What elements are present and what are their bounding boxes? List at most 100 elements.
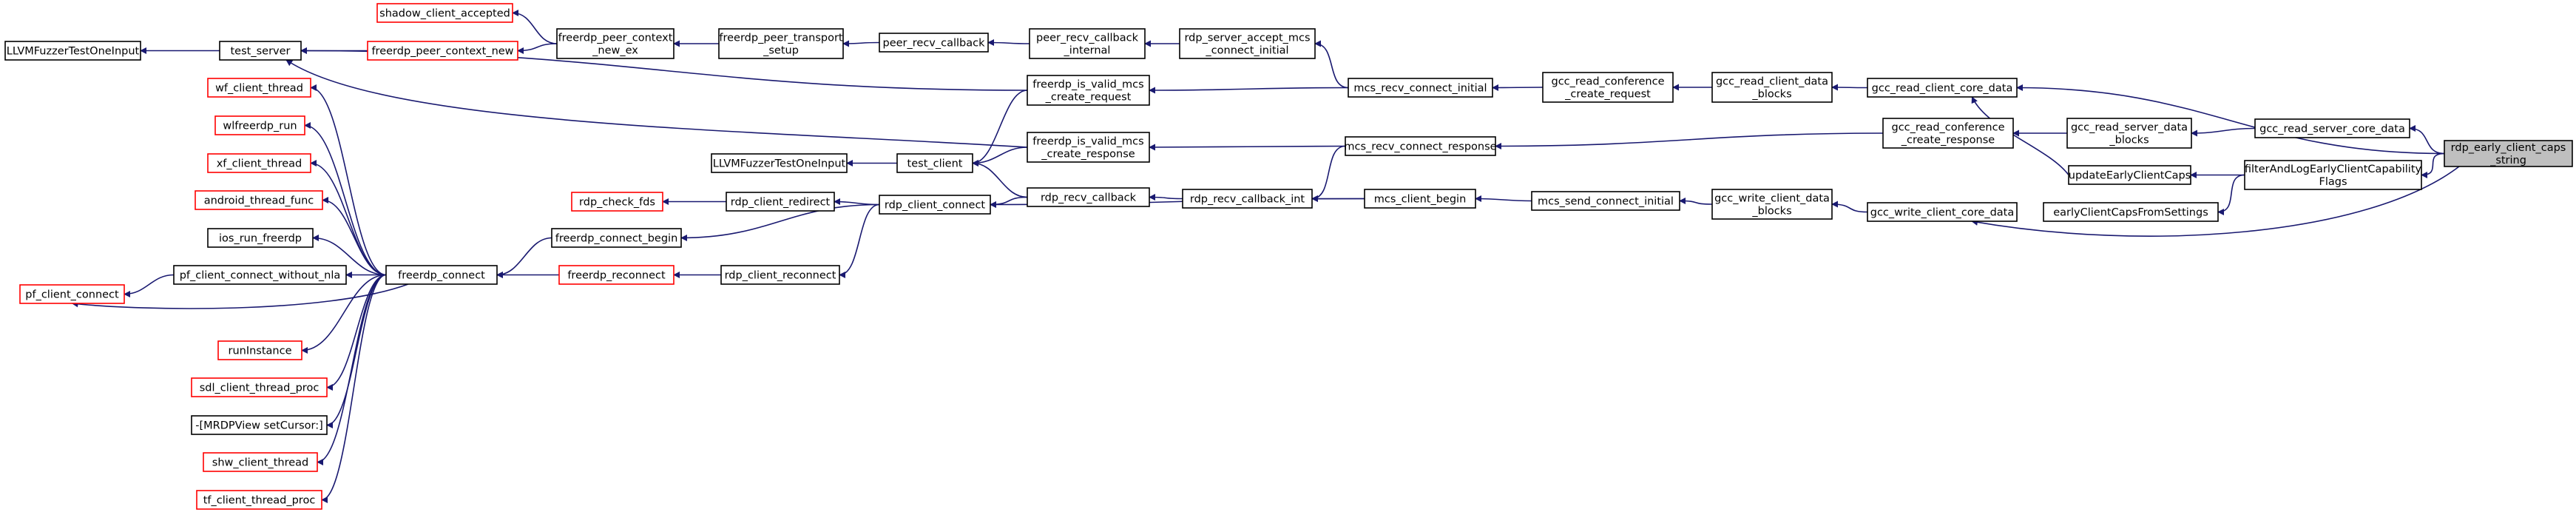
node-label: xf_client_thread [217,158,302,170]
node-box [556,28,675,59]
edge-gcc-read-client-core-data-to-updateearlyclientcaps [1971,96,2069,175]
edge-gcc-read-client-data-blocks-to-gcc-read-client-core-data [1831,84,1868,91]
node-pf-client-connect-without-nla[interactable]: pf_client_connect_without_nla [173,265,347,285]
node-label: LLVMFuzzerTestOneInput [713,158,846,170]
node-wlfreerdp-run[interactable]: wlfreerdp_run [214,115,305,135]
node-rdp-recv-callback-int[interactable]: rdp_recv_callback_int [1182,189,1313,209]
node-android-thread-func[interactable]: android_thread_func [195,190,323,210]
edge-rdp-client-reconnect-to-rdp-client-connect [839,203,880,278]
edge-mcs-client-begin-to-mcs-send-connect-initial [1475,195,1532,203]
node-label: gcc_read_server_data [2071,122,2188,134]
node-label: rdp_recv_callback [1041,192,1137,204]
node-root[interactable]: rdp_early_client_caps_string [2444,140,2573,167]
edge-earlyclientcapsfromsettings-to-filterandlog [2217,174,2245,215]
node-mcs-recv-connect-initial[interactable]: mcs_recv_connect_initial [1348,78,1493,98]
node-llvmfuzzertestoneinput-2[interactable]: LLVMFuzzerTestOneInput [711,153,848,173]
node-box [207,78,311,98]
node-box [896,153,973,173]
edge-pf-client-connect-to-freerdp-connect [71,283,409,309]
node-box [196,490,322,510]
node-sdl-client-thread-proc[interactable]: sdl_client_thread_proc [191,377,328,397]
node-mcs-send-connect-initial[interactable]: mcs_send_connect_initial [1531,191,1680,211]
node-box [219,41,302,61]
node-earlyclientcapsfromsettings[interactable]: earlyClientCapsFromSettings [2043,202,2219,222]
node-shadow-client-accepted[interactable]: shadow_client_accepted [376,3,513,23]
node-runinstance[interactable]: runInstance [217,340,302,360]
node-freerdp-reconnect[interactable]: freerdp_reconnect [558,265,675,285]
node-freerdp-peer-transport-setup[interactable]: freerdp_peer_transport_setup [718,28,844,59]
node-box [711,153,848,173]
edge-runinstance-to-freerdp-connect [301,274,387,354]
node-label: mcs_client_begin [1374,194,1467,206]
node-rdp-client-connect[interactable]: rdp_client_connect [879,195,991,215]
edge-pf-client-connect-to-pf-client-connect-without-nla [124,274,175,297]
node-label: freerdp_reconnect [567,270,666,282]
node-peer-recv-callback[interactable]: peer_recv_callback [879,33,989,53]
node-gcc-write-client-data-blocks[interactable]: gcc_write_client_data_blocks [1711,189,1833,220]
node-mcs-client-begin[interactable]: mcs_client_begin [1364,189,1476,209]
edge-rdp-recv-callback-to-rdp-recv-callback-int [1149,194,1183,201]
edge-wf-client-thread-to-freerdp-connect [310,84,387,276]
node-freerdp-connect-begin[interactable]: freerdp_connect_begin [551,228,682,248]
node-label: _setup [763,45,799,57]
node-freerdp-connect[interactable]: freerdp_connect [385,265,498,285]
node-label: gcc_read_client_data [1716,76,1828,88]
node-gcc-read-conference-create-response[interactable]: gcc_read_conference_create_response [1882,118,2014,149]
node-test-client[interactable]: test_client [896,153,973,173]
node-freerdp-peer-context-new[interactable]: freerdp_peer_context_new [367,41,518,61]
node-test-server[interactable]: test_server [219,41,302,61]
node-freerdp-is-valid-mcs-create-request[interactable]: freerdp_is_valid_mcs_create_request [1027,75,1150,106]
node-rdp-client-reconnect[interactable]: rdp_client_reconnect [720,265,840,285]
node-freerdp-is-valid-mcs-create-response[interactable]: freerdp_is_valid_mcs_create_response [1027,132,1150,163]
node-label: rdp_recv_callback_int [1190,194,1305,206]
node-wf-client-thread[interactable]: wf_client_thread [207,78,311,98]
node-box [2254,118,2410,138]
node-label: earlyClientCapsFromSettings [2053,207,2208,219]
node-pf-client-connect[interactable]: pf_client_connect [19,284,125,304]
node-gcc-read-client-core-data[interactable]: gcc_read_client_core_data [1867,78,2018,98]
node-ios-run-freerdp[interactable]: ios_run_freerdp [207,228,314,248]
edge-rdp-recv-callback-int-to-mcs-recv-connect-response [1311,145,1346,202]
edge-rdp-server-accept-mcs-connect-initial-to-mcs-recv-connect-initial [1314,40,1349,89]
node-llvmfuzzertestoneinput-1[interactable]: LLVMFuzzerTestOneInput [4,41,141,61]
node-label: wlfreerdp_run [223,121,297,132]
node-label: rdp_client_connect [885,200,986,212]
node-box [571,192,663,212]
node-label: _create_request [1045,92,1132,104]
edge-gcc-write-client-core-data-to-root [1971,166,2460,237]
edge-freerdp-connect-to-freerdp-connect-begin [496,237,552,278]
node-box [217,340,302,360]
node-mrdpview-setcursor[interactable]: -[MRDPView setCursor:] [191,415,328,435]
node-label: rdp_client_reconnect [725,270,836,282]
node-tf-client-thread-proc[interactable]: tf_client_thread_proc [196,490,322,510]
node-label: _create_request [1564,89,1651,101]
node-peer-recv-callback-internal[interactable]: peer_recv_callback_internal [1029,28,1146,59]
node-label: mcs_recv_connect_response [1344,141,1496,153]
edge-mcs-send-connect-initial-to-gcc-write-client-data-blocks [1679,198,1713,205]
node-xf-client-thread[interactable]: xf_client_thread [207,153,311,173]
node-gcc-read-client-data-blocks[interactable]: gcc_read_client_data_blocks [1711,72,1833,103]
node-mcs-recv-connect-response[interactable]: mcs_recv_connect_response [1344,136,1497,156]
node-rdp-check-fds[interactable]: rdp_check_fds [571,192,663,212]
node-label: freerdp_is_valid_mcs [1032,79,1143,91]
node-rdp-client-redirect[interactable]: rdp_client_redirect [726,192,835,212]
node-rdp-server-accept-mcs-connect-initial[interactable]: rdp_server_accept_mcs_connect_initial [1179,28,1316,59]
node-box [558,265,675,285]
edge-mcs-recv-connect-initial-to-gcc-read-conference-create-request [1492,84,1544,91]
node-box [1711,72,1833,103]
node-gcc-read-server-core-data[interactable]: gcc_read_server_core_data [2254,118,2410,138]
node-gcc-read-conference-create-request[interactable]: gcc_read_conference_create_request [1542,72,1674,103]
node-box [214,115,305,135]
node-gcc-read-server-data-blocks[interactable]: gcc_read_server_data_blocks [2066,118,2192,149]
node-gcc-write-client-core-data[interactable]: gcc_write_client_core_data [1867,202,2018,222]
node-updateearlyclientcaps[interactable]: updateEarlyClientCaps [2068,165,2191,185]
node-label: android_thread_func [204,195,314,207]
node-rdp-recv-callback[interactable]: rdp_recv_callback [1027,187,1150,207]
edge-wlfreerdp-run-to-freerdp-connect [304,122,387,276]
node-freerdp-peer-context-new-ex[interactable]: freerdp_peer_context_new_ex [556,28,675,59]
node-box [718,28,844,59]
node-shw-client-thread[interactable]: shw_client_thread [203,452,318,472]
edge-test-client-to-freerdp-is-valid-mcs-create-request [972,90,1028,166]
